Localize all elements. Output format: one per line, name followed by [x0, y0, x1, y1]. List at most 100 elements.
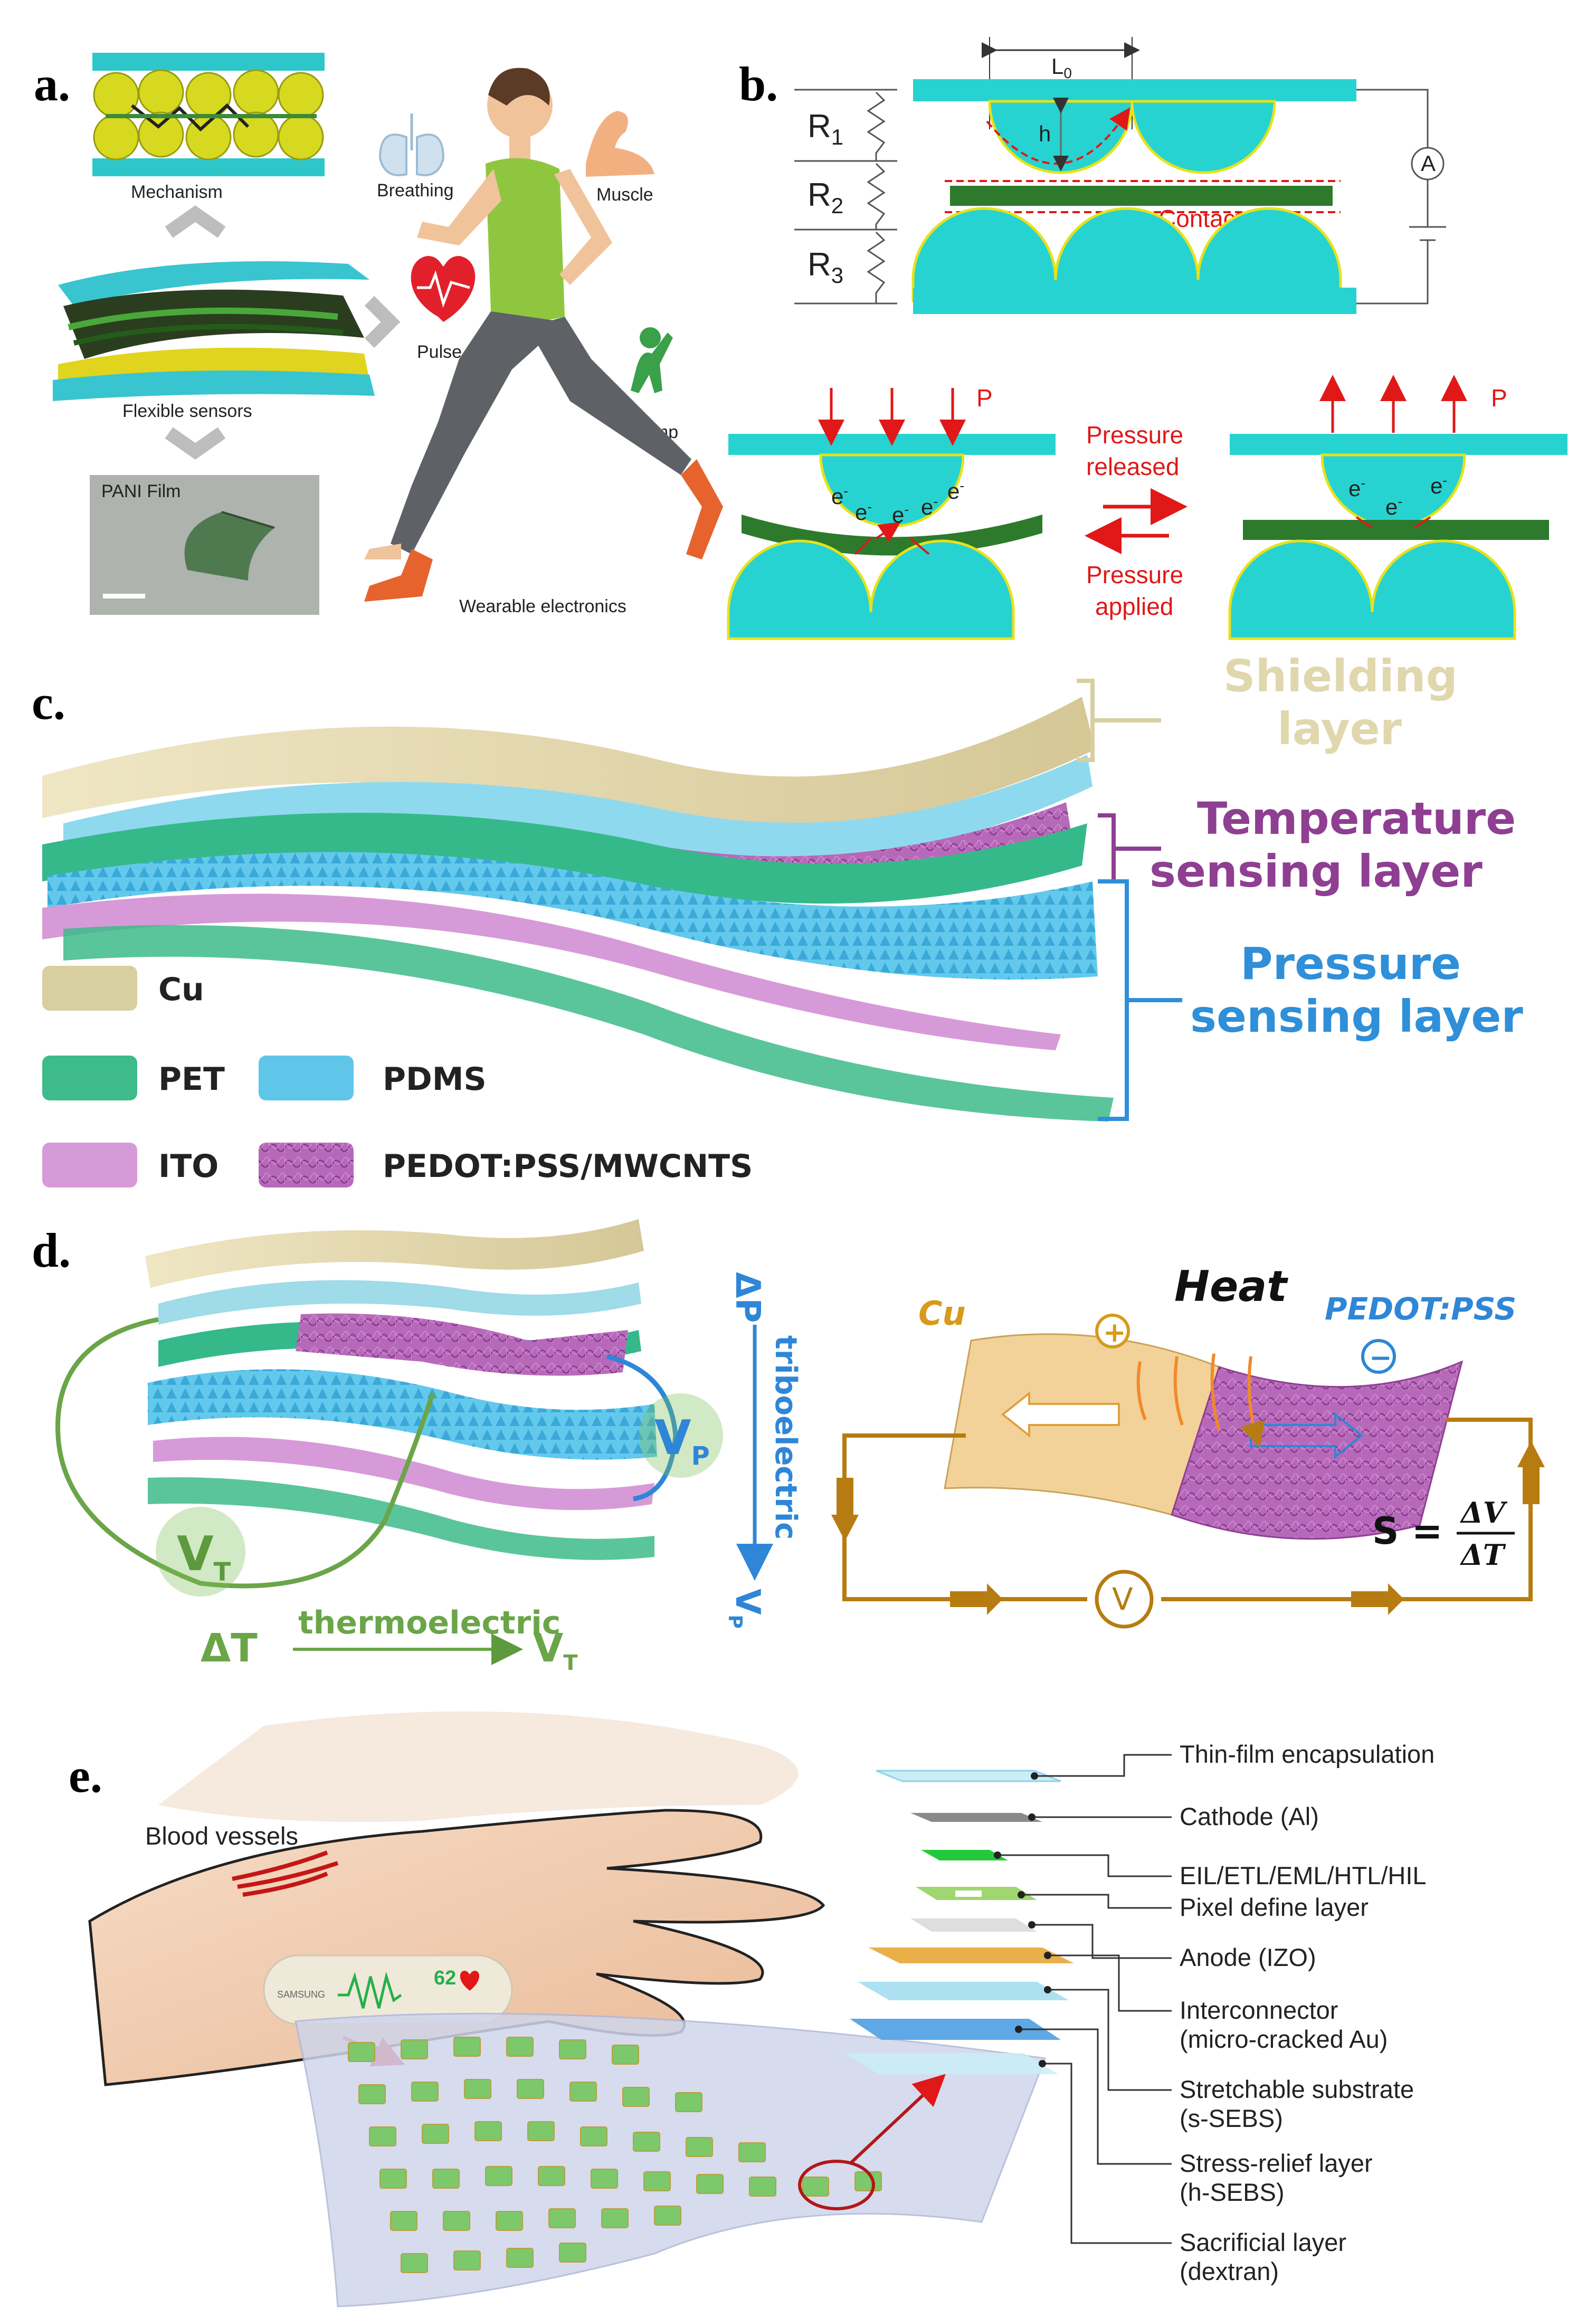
pressure-released-line1: Pressure [1086, 421, 1183, 449]
leader-lines [998, 1754, 1172, 2244]
ammeter-icon [1411, 147, 1445, 180]
chevron-right-icon [364, 296, 401, 348]
exploded-oled-stack [844, 1770, 1074, 2074]
r3-label: R3 [808, 246, 843, 288]
panel-a-letter: a. [34, 57, 70, 111]
legend-swatch-pdms [259, 1056, 354, 1100]
middle-film [950, 186, 1333, 206]
layer-stack-illustration [42, 697, 1114, 1122]
shielding-label-2: layer [1277, 703, 1402, 755]
delta-v-label: ΔV [1459, 1496, 1508, 1530]
chevron-down-icon [165, 427, 226, 460]
svg-text:e-: e- [1348, 475, 1365, 501]
svg-text:e-: e- [892, 501, 909, 527]
pressure-label-1: Pressure [1240, 938, 1461, 990]
background-hand [158, 1711, 799, 1822]
heart-rate-value: 62 [434, 1967, 456, 1989]
wearable-electronics-label: Wearable electronics [459, 596, 626, 616]
legend-label-pdms: PDMS [383, 1061, 487, 1098]
chevron-up-icon [165, 205, 226, 238]
stretchable-display-array [294, 2012, 1047, 2307]
electron-labels-left: e- e- e- e- e- [831, 478, 964, 527]
p-label-left: P [976, 384, 993, 412]
pressure-released-line2: released [1086, 453, 1179, 480]
heart-pulse-icon [411, 256, 476, 322]
bottom-electrode [913, 288, 1356, 314]
vt-circle [156, 1507, 245, 1597]
blood-vessels-label: Blood vessels [145, 1822, 298, 1850]
layer-label-stress-relief-detail: (h-SEBS) [1180, 2178, 1285, 2206]
plus-terminal-icon [1095, 1314, 1130, 1348]
mechanism-label: Mechanism [131, 182, 223, 202]
panel-d-letter: d. [32, 1223, 71, 1277]
r1-label: R1 [808, 108, 843, 149]
l0-label: L0 [1051, 54, 1072, 81]
flexible-sensors-label: Flexible sensors [122, 401, 252, 421]
delta-p-label: ΔP [728, 1272, 767, 1323]
pani-film-label: PANI Film [101, 481, 180, 501]
voltmeter-icon [1095, 1570, 1154, 1629]
delta-t-fraction-label: ΔT [1459, 1538, 1506, 1572]
jumping-person-icon [631, 327, 673, 393]
flexible-sensors-illustration [53, 261, 375, 401]
panel-a: a. Mechanism Flexible sensors [34, 53, 723, 616]
legend-swatch-pet [42, 1056, 137, 1100]
pani-film-photo [90, 475, 319, 615]
panel-c-letter: c. [32, 676, 65, 729]
legend-label-pedot: PEDOT:PSS/MWCNTS [383, 1148, 753, 1185]
vt-axis-label: VT [533, 1626, 578, 1675]
legend-swatch-cu [42, 966, 137, 1011]
pressure-bracket [1098, 879, 1182, 1121]
mechanism-illustration [92, 53, 325, 176]
layer-label-sacrificial-detail: (dextran) [1180, 2257, 1279, 2285]
legend-label-ito: ITO [158, 1148, 218, 1185]
p-label-right: P [1491, 384, 1507, 412]
panel-e: e. Blood vessels SAMSUNG 62 [69, 1711, 1434, 2307]
svg-text:e-: e- [1385, 493, 1402, 519]
samsung-label: SAMSUNG [277, 1989, 325, 2000]
ammeter-label: A [1421, 151, 1436, 176]
device-stack-illustration [145, 1219, 657, 1560]
layer-label-anode: Anode (IZO) [1180, 1943, 1316, 1971]
lungs-icon [378, 113, 445, 176]
triboelectric-label: triboelectric [768, 1335, 803, 1540]
panel-d: d. VT VP ΔP triboelectric VP ΔT thermoel… [32, 1219, 1545, 1675]
leader-dots [994, 1772, 1051, 2067]
svg-text:e-: e- [921, 493, 938, 519]
panel-c: c. Shielding layer Temperature sensing l… [32, 650, 1523, 1188]
pressure-applied-state [727, 434, 1056, 640]
legend-label-pet: PET [158, 1061, 225, 1098]
layer-label-interconnector-detail: (micro-cracked Au) [1180, 2025, 1388, 2053]
temperature-label-1: Temperature [1197, 793, 1516, 844]
layer-label-organic-stack: EIL/ETL/EML/HTL/HIL [1180, 1861, 1427, 1889]
minus-terminal-icon [1361, 1339, 1396, 1374]
muscle-arm-icon [586, 111, 654, 177]
tribo-loop [606, 1354, 678, 1502]
layer-label-substrate: Stretchable substrate [1180, 2075, 1414, 2103]
material-legend: Cu PET PDMS ITO PEDOT:PSS/MWCNTS [42, 966, 753, 1188]
layer-label-cathode: Cathode (Al) [1180, 1802, 1319, 1830]
bottom-electrode-domes [911, 207, 1342, 302]
panel-b: b. L0 h Contact R R1 R2 [727, 37, 1568, 640]
h-label: h [1039, 121, 1051, 146]
legend-swatch-ito [42, 1143, 137, 1188]
pressure-label-2: sensing layer [1190, 991, 1523, 1042]
vp-axis-label: VP [724, 1589, 767, 1629]
legend-label-cu: Cu [158, 971, 204, 1008]
r2-label: R2 [808, 177, 843, 218]
vp-circle [639, 1393, 723, 1478]
muscle-label: Muscle [596, 185, 653, 205]
seebeck-s-label: S = [1372, 1509, 1442, 1553]
top-electrode [913, 79, 1356, 101]
heat-label: Heat [1174, 1262, 1288, 1311]
thermoelectric-label: thermoelectric [298, 1604, 560, 1641]
layer-label-interconnector: Interconnector [1180, 1996, 1338, 2024]
runner-illustration [364, 68, 723, 602]
layer-label-stress-relief: Stress-relief layer [1180, 2149, 1373, 2177]
temperature-label-2: sensing layer [1150, 846, 1483, 897]
panel-e-letter: e. [69, 1749, 102, 1802]
svg-text:e-: e- [1430, 472, 1447, 498]
external-circuit [1356, 89, 1446, 305]
layer-label-pixel-define: Pixel define layer [1180, 1893, 1369, 1921]
